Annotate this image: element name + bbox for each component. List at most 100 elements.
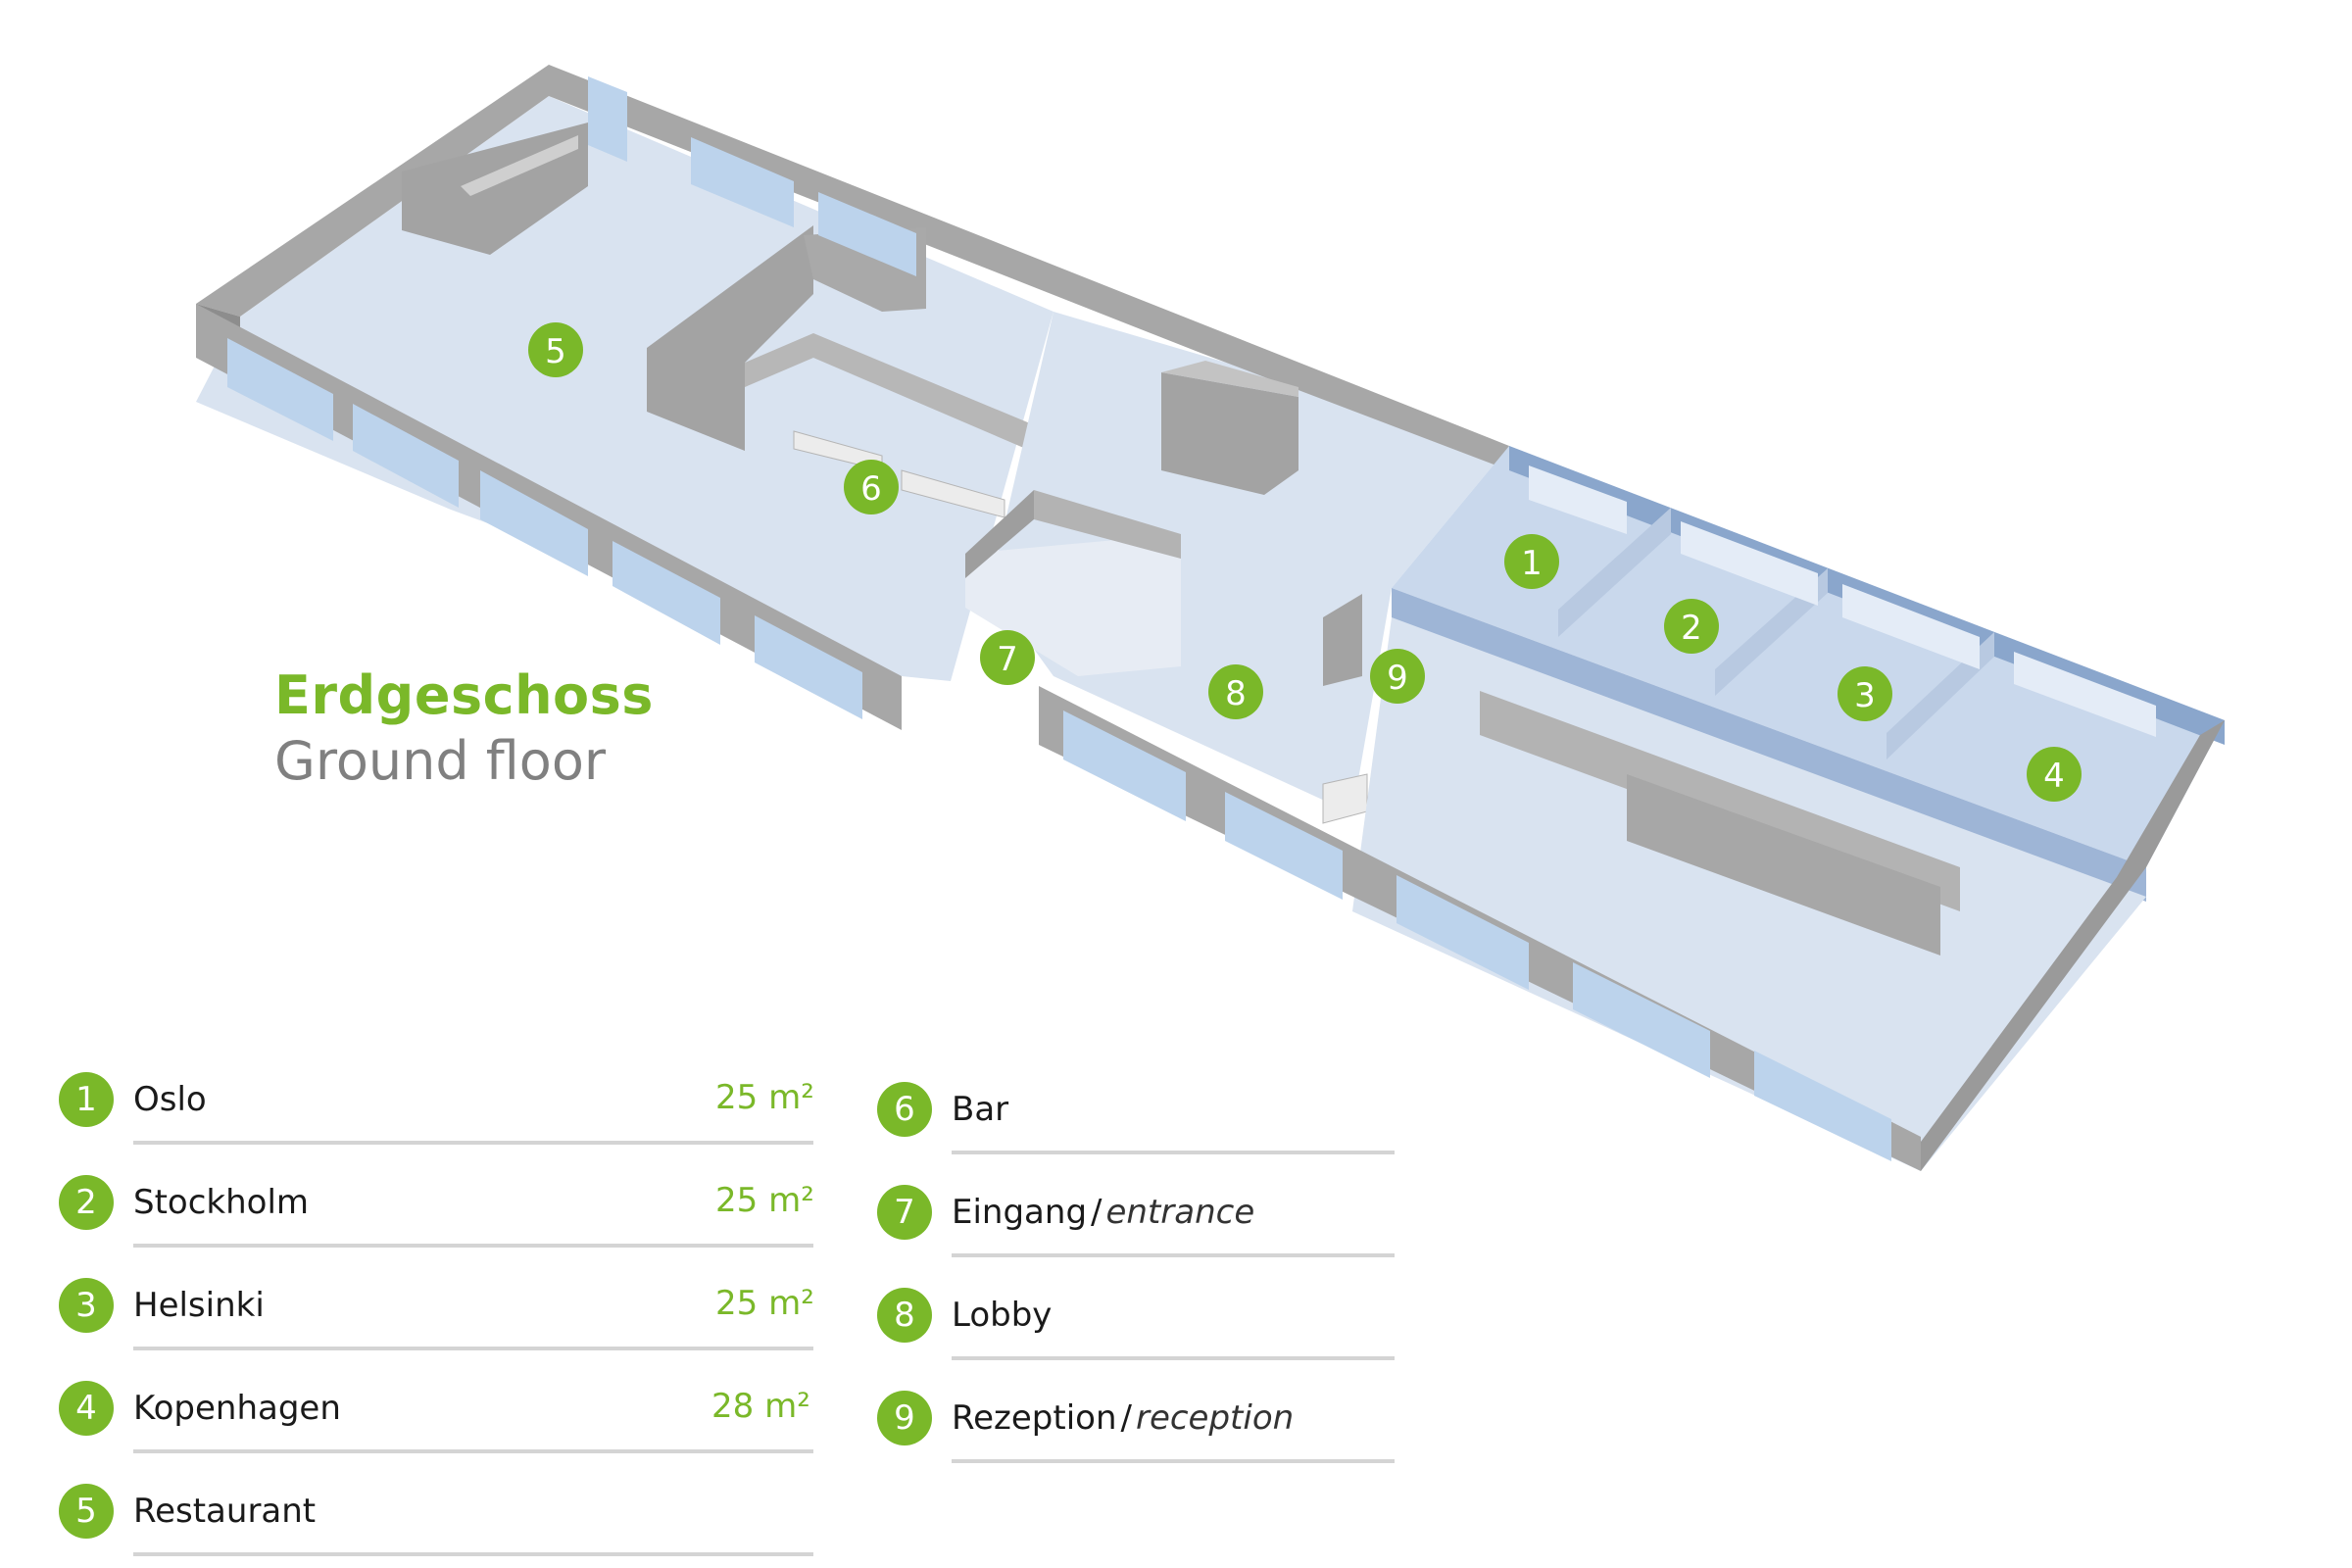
- middle-section-floor: [990, 312, 1509, 813]
- divider: [133, 1347, 813, 1350]
- map-marker-1: 1: [1504, 534, 1559, 589]
- svg-text:6: 6: [860, 469, 882, 509]
- map-marker-8: 8: [1208, 664, 1263, 719]
- legend-item-stockholm: 2 Stockholm 25 m²: [59, 1175, 823, 1248]
- map-marker-9: 9: [1370, 649, 1425, 704]
- restaurant-wall-block: [461, 135, 578, 196]
- window: [691, 137, 794, 227]
- room-name: Helsinki: [133, 1286, 265, 1325]
- number-badge: 2: [59, 1175, 114, 1230]
- room-name-de: Bar: [952, 1090, 1009, 1129]
- window: [612, 541, 720, 645]
- svg-text:8: 8: [1225, 674, 1247, 713]
- separator: /: [1120, 1398, 1132, 1438]
- right-wing-end-wall: [1921, 720, 2225, 1171]
- room-divider: [1558, 508, 1671, 637]
- divider: [133, 1449, 813, 1453]
- window: [227, 338, 333, 441]
- divider: [133, 1141, 813, 1145]
- svg-text:1: 1: [1521, 544, 1543, 583]
- number-badge: 8: [877, 1288, 932, 1343]
- number-badge: 5: [59, 1484, 114, 1539]
- room-name: Stockholm: [133, 1183, 310, 1222]
- svg-text:5: 5: [545, 332, 566, 371]
- separator: /: [1091, 1193, 1102, 1232]
- room-name: Oslo: [133, 1080, 207, 1119]
- window: [1396, 875, 1529, 990]
- map-marker-3: 3: [1838, 666, 1892, 721]
- map-marker-6: 6: [844, 460, 899, 514]
- title-german: Erdgeschoss: [274, 664, 654, 726]
- room-name: Lobby: [952, 1296, 1052, 1335]
- legend-item-rezeption: 9 Rezeption/reception: [877, 1391, 1406, 1463]
- room-name-de: Rezeption: [952, 1398, 1117, 1438]
- map-marker-5: 5: [528, 322, 583, 377]
- legend-item-restaurant: 5 Restaurant: [59, 1484, 823, 1556]
- divider: [952, 1253, 1395, 1257]
- window: [588, 76, 627, 162]
- room-divider: [1715, 568, 1828, 696]
- window: [818, 192, 916, 276]
- lift-block-top: [1161, 361, 1298, 397]
- window: [1573, 962, 1710, 1078]
- legend-item-oslo: 1 Oslo 25 m²: [59, 1072, 823, 1145]
- svg-text:2: 2: [1681, 609, 1702, 648]
- left-wing-back-wall: [196, 65, 1200, 353]
- room-name: Kopenhagen: [133, 1389, 341, 1428]
- divider: [952, 1151, 1395, 1154]
- window: [2014, 652, 2156, 737]
- room-name-de: Lobby: [952, 1296, 1053, 1335]
- map-marker-2: 2: [1664, 599, 1719, 654]
- divider: [952, 1356, 1395, 1360]
- reception-column: [1323, 594, 1362, 686]
- window: [1225, 792, 1343, 900]
- divider: [133, 1552, 813, 1556]
- window: [1681, 521, 1818, 606]
- lift-block: [1161, 372, 1298, 495]
- legend-item-eingang: 7 Eingang/entrance: [877, 1185, 1406, 1257]
- window: [1063, 710, 1186, 821]
- room-name-en: reception: [1135, 1398, 1295, 1438]
- room-name-en: entrance: [1105, 1193, 1255, 1232]
- room-area: 25 m²: [715, 1078, 814, 1117]
- window: [755, 615, 862, 719]
- divider: [952, 1459, 1395, 1463]
- entrance-wall: [1034, 490, 1181, 559]
- bar-wall-block: [647, 225, 813, 451]
- window: [353, 404, 459, 508]
- legend-item-bar: 6 Bar: [877, 1082, 1406, 1154]
- legend-item-lobby: 8 Lobby: [877, 1288, 1406, 1360]
- middle-section-wall: [1200, 323, 1509, 470]
- map-marker-4: 4: [2027, 747, 2082, 802]
- right-wing-inner-wall: [1627, 774, 1940, 956]
- window: [1842, 584, 1980, 669]
- svg-text:9: 9: [1387, 659, 1408, 698]
- number-badge: 7: [877, 1185, 932, 1240]
- title-english: Ground floor: [274, 729, 607, 792]
- entrance-vestibule: [965, 534, 1181, 676]
- room-area: 28 m²: [711, 1387, 810, 1426]
- number-badge: 4: [59, 1381, 114, 1436]
- window: [480, 470, 588, 576]
- room-name: Restaurant: [133, 1492, 317, 1531]
- number-badge: 1: [59, 1072, 114, 1127]
- room-name: Rezeption/reception: [952, 1398, 1294, 1438]
- svg-text:4: 4: [2043, 757, 2065, 796]
- number-badge: 3: [59, 1278, 114, 1333]
- window: [1754, 1051, 1891, 1161]
- svg-text:7: 7: [997, 640, 1018, 679]
- meeting-rooms-front-wall: [1392, 588, 2146, 902]
- room-name: Eingang/entrance: [952, 1193, 1254, 1232]
- room-name-de: Eingang: [952, 1193, 1088, 1232]
- divider: [133, 1244, 813, 1248]
- entrance-wall: [965, 490, 1034, 578]
- window: [1529, 466, 1627, 534]
- legend-item-helsinki: 3 Helsinki 25 m²: [59, 1278, 823, 1350]
- room-area: 25 m²: [715, 1284, 814, 1323]
- legend-item-kopenhagen: 4 Kopenhagen 28 m²: [59, 1381, 823, 1453]
- svg-text:3: 3: [1854, 676, 1876, 715]
- floor-title: Erdgeschoss Ground floor: [274, 664, 654, 794]
- meeting-rooms-floor: [1392, 446, 2225, 867]
- number-badge: 9: [877, 1391, 932, 1446]
